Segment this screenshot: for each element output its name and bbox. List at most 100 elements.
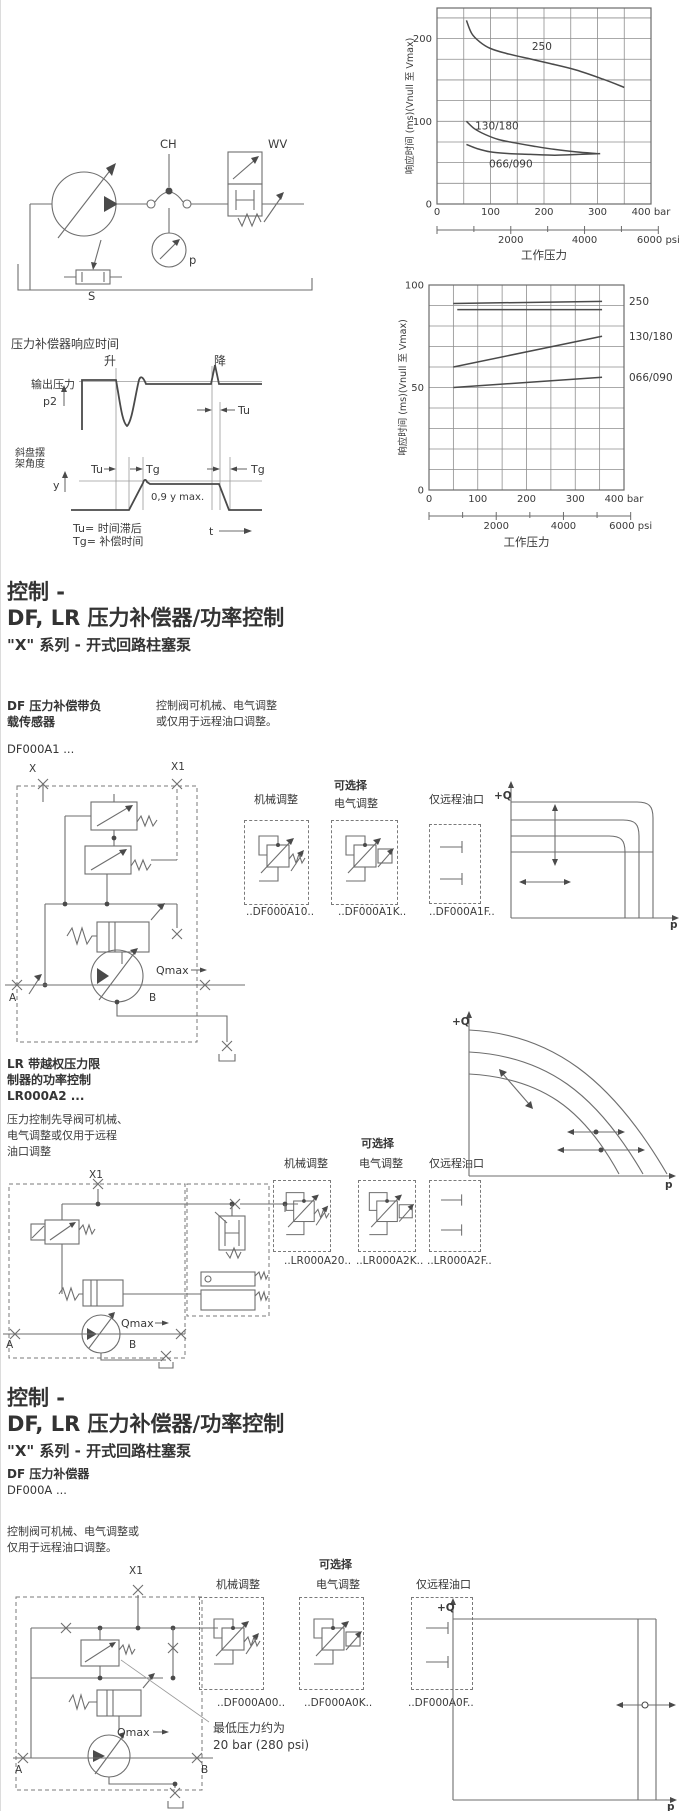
port-a-icon (11, 979, 23, 991)
pressure-override-valve-icon (214, 1204, 246, 1260)
tank-icon (158, 1362, 174, 1369)
df1-qmax-label: Qmax (156, 964, 189, 977)
df2-optional-label: 可选择 (319, 1558, 352, 1571)
throttle-x2-icon (167, 1642, 179, 1654)
pq3-q-label: +Q (437, 1602, 455, 1614)
drain-port-icon (169, 1787, 181, 1799)
df1-code-mech: ..DF000A10.. (246, 906, 315, 918)
section-title-line2: DF, LR 压力补偿器/功率控制 (7, 606, 285, 630)
section2-subtitle: "X" 系列 - 开式回路柱塞泵 (7, 1442, 192, 1460)
df2-elec-label: 电气调整 (316, 1578, 360, 1591)
tank-icon (167, 1801, 184, 1809)
pq2-q-label: +Q (452, 1016, 470, 1028)
lr-mech-option-box (273, 1180, 331, 1252)
df2-pq-chart: +Q p (437, 1598, 677, 1811)
section-subtitle: "X" 系列 - 开式回路柱塞泵 (7, 636, 192, 654)
tg-right-label: Tg (250, 463, 265, 476)
lr-code-mech: ..LR000A20.. (284, 1255, 352, 1267)
df1-title-line2: 载传感器 (7, 715, 56, 729)
lr-note-line2: 电气调整或仅用于远程 (7, 1129, 117, 1142)
section-title-line1: 控制 - (7, 580, 66, 604)
lr-mech-label: 机械调整 (284, 1157, 328, 1170)
svg-text:100: 100 (405, 281, 424, 292)
pressure-limit-arrow-1 (567, 1129, 625, 1135)
wv-valve-label: WV (268, 137, 287, 151)
tu-left-label: Tu (90, 463, 103, 476)
tank-enclosure-icon (17, 204, 313, 291)
pressure-adjust-arrow-icon (519, 879, 571, 885)
svg-text:0: 0 (426, 200, 432, 211)
section2-title-line2: DF, LR 压力补偿器/功率控制 (7, 1412, 285, 1436)
df2-elec-option-box (299, 1597, 364, 1690)
variable-pump-icon (30, 163, 118, 239)
df2-qmax-label: Qmax (117, 1726, 150, 1739)
df2-title: DF 压力补偿器 (7, 1467, 90, 1481)
y-axis-arrow-icon (62, 471, 68, 492)
stroking-piston-icon (58, 1244, 201, 1307)
lr-optional-label: 可选择 (361, 1137, 394, 1150)
wv-valve-icon (227, 151, 304, 228)
lr-remote-label: 仅远程油口 (429, 1157, 484, 1170)
df1-model: DF000A1 ... (7, 742, 75, 756)
lr-pq-chart: +Q p (452, 1011, 676, 1191)
df2-min-pressure-line1: 最低压力约为 (213, 1721, 286, 1735)
lr-note-line1: 压力控制先导阀可机械、 (7, 1113, 128, 1126)
lr-circuit-diagram: X1 (3, 1169, 298, 1369)
df2-port-b-label: B (201, 1764, 208, 1776)
throttle-x-icon (171, 928, 183, 940)
inlet-throttle-icon (28, 974, 42, 995)
remote-port-icon (441, 1194, 463, 1236)
stroking-piston-icon (66, 903, 165, 964)
df2-remote-label: 仅远程油口 (416, 1578, 471, 1591)
lr-port-x1-label: X1 (89, 1169, 103, 1181)
df2-note-line2: 仅用于远程油口调整。 (7, 1541, 117, 1554)
pressure-range-arrow-icon (616, 1701, 676, 1709)
qmax-arrow-icon (155, 1320, 169, 1326)
tu-right-label: Tu (237, 404, 250, 417)
power-compensator-icon (200, 1270, 269, 1311)
svg-text:300: 300 (588, 207, 607, 218)
df1-optional-label: 可选择 (334, 779, 367, 792)
svg-text:100: 100 (413, 117, 432, 128)
df1-port-b-label: B (149, 992, 156, 1004)
sensor-s-icon (64, 239, 122, 285)
y-waveform (71, 478, 262, 511)
svg-text:2000: 2000 (483, 521, 508, 532)
section2-title-line1: 控制 - (7, 1386, 66, 1410)
remote-port-icon (426, 1622, 449, 1668)
svg-text:200: 200 (413, 34, 432, 45)
lr-port-b-label: B (129, 1339, 136, 1351)
stroking-piston-icon (68, 1673, 155, 1730)
lr-qmax-label: Qmax (121, 1317, 154, 1330)
port-b-icon (199, 979, 211, 991)
pq3-p-label: p (667, 1801, 675, 1811)
svg-text:250: 250 (532, 41, 552, 53)
port-x1-icon (92, 1178, 104, 1190)
df2-circuit-diagram: X1 Qmax (13, 1565, 218, 1809)
df1-port-x1-label: X1 (171, 761, 185, 773)
df1-port-x-label: X (29, 763, 36, 775)
relief-valve-elec-icon (345, 835, 394, 882)
relief-valve-mech-icon (285, 1192, 330, 1236)
pump-icon (90, 948, 144, 1003)
svg-text:100: 100 (468, 494, 487, 505)
df1-code-remote: ..DF000A1F.. (429, 906, 495, 918)
svg-text:6000 psi: 6000 psi (637, 235, 680, 246)
lr-code-remote: ..LR000A2F.. (427, 1255, 492, 1267)
df2-code-mech: ..DF000A00.. (217, 1697, 286, 1709)
df2-port-a-label: A (15, 1764, 23, 1776)
p2-waveform (81, 364, 262, 430)
throttle-x-icon (60, 1622, 72, 1634)
p2-axis-label: p2 (43, 395, 57, 408)
pq1-p-label: p (670, 919, 678, 931)
timing-diagram-title: 压力补偿器响应时间 (11, 337, 120, 351)
lr-title-line1: LR 带越权压力限 (7, 1057, 101, 1071)
df1-code-elec: ..DF000A1K.. (338, 906, 407, 918)
remote-port-icon (440, 841, 463, 885)
tu-marker-right-upper (197, 407, 235, 413)
lr-remote-option-box (429, 1180, 481, 1252)
svg-text:200: 200 (534, 207, 553, 218)
